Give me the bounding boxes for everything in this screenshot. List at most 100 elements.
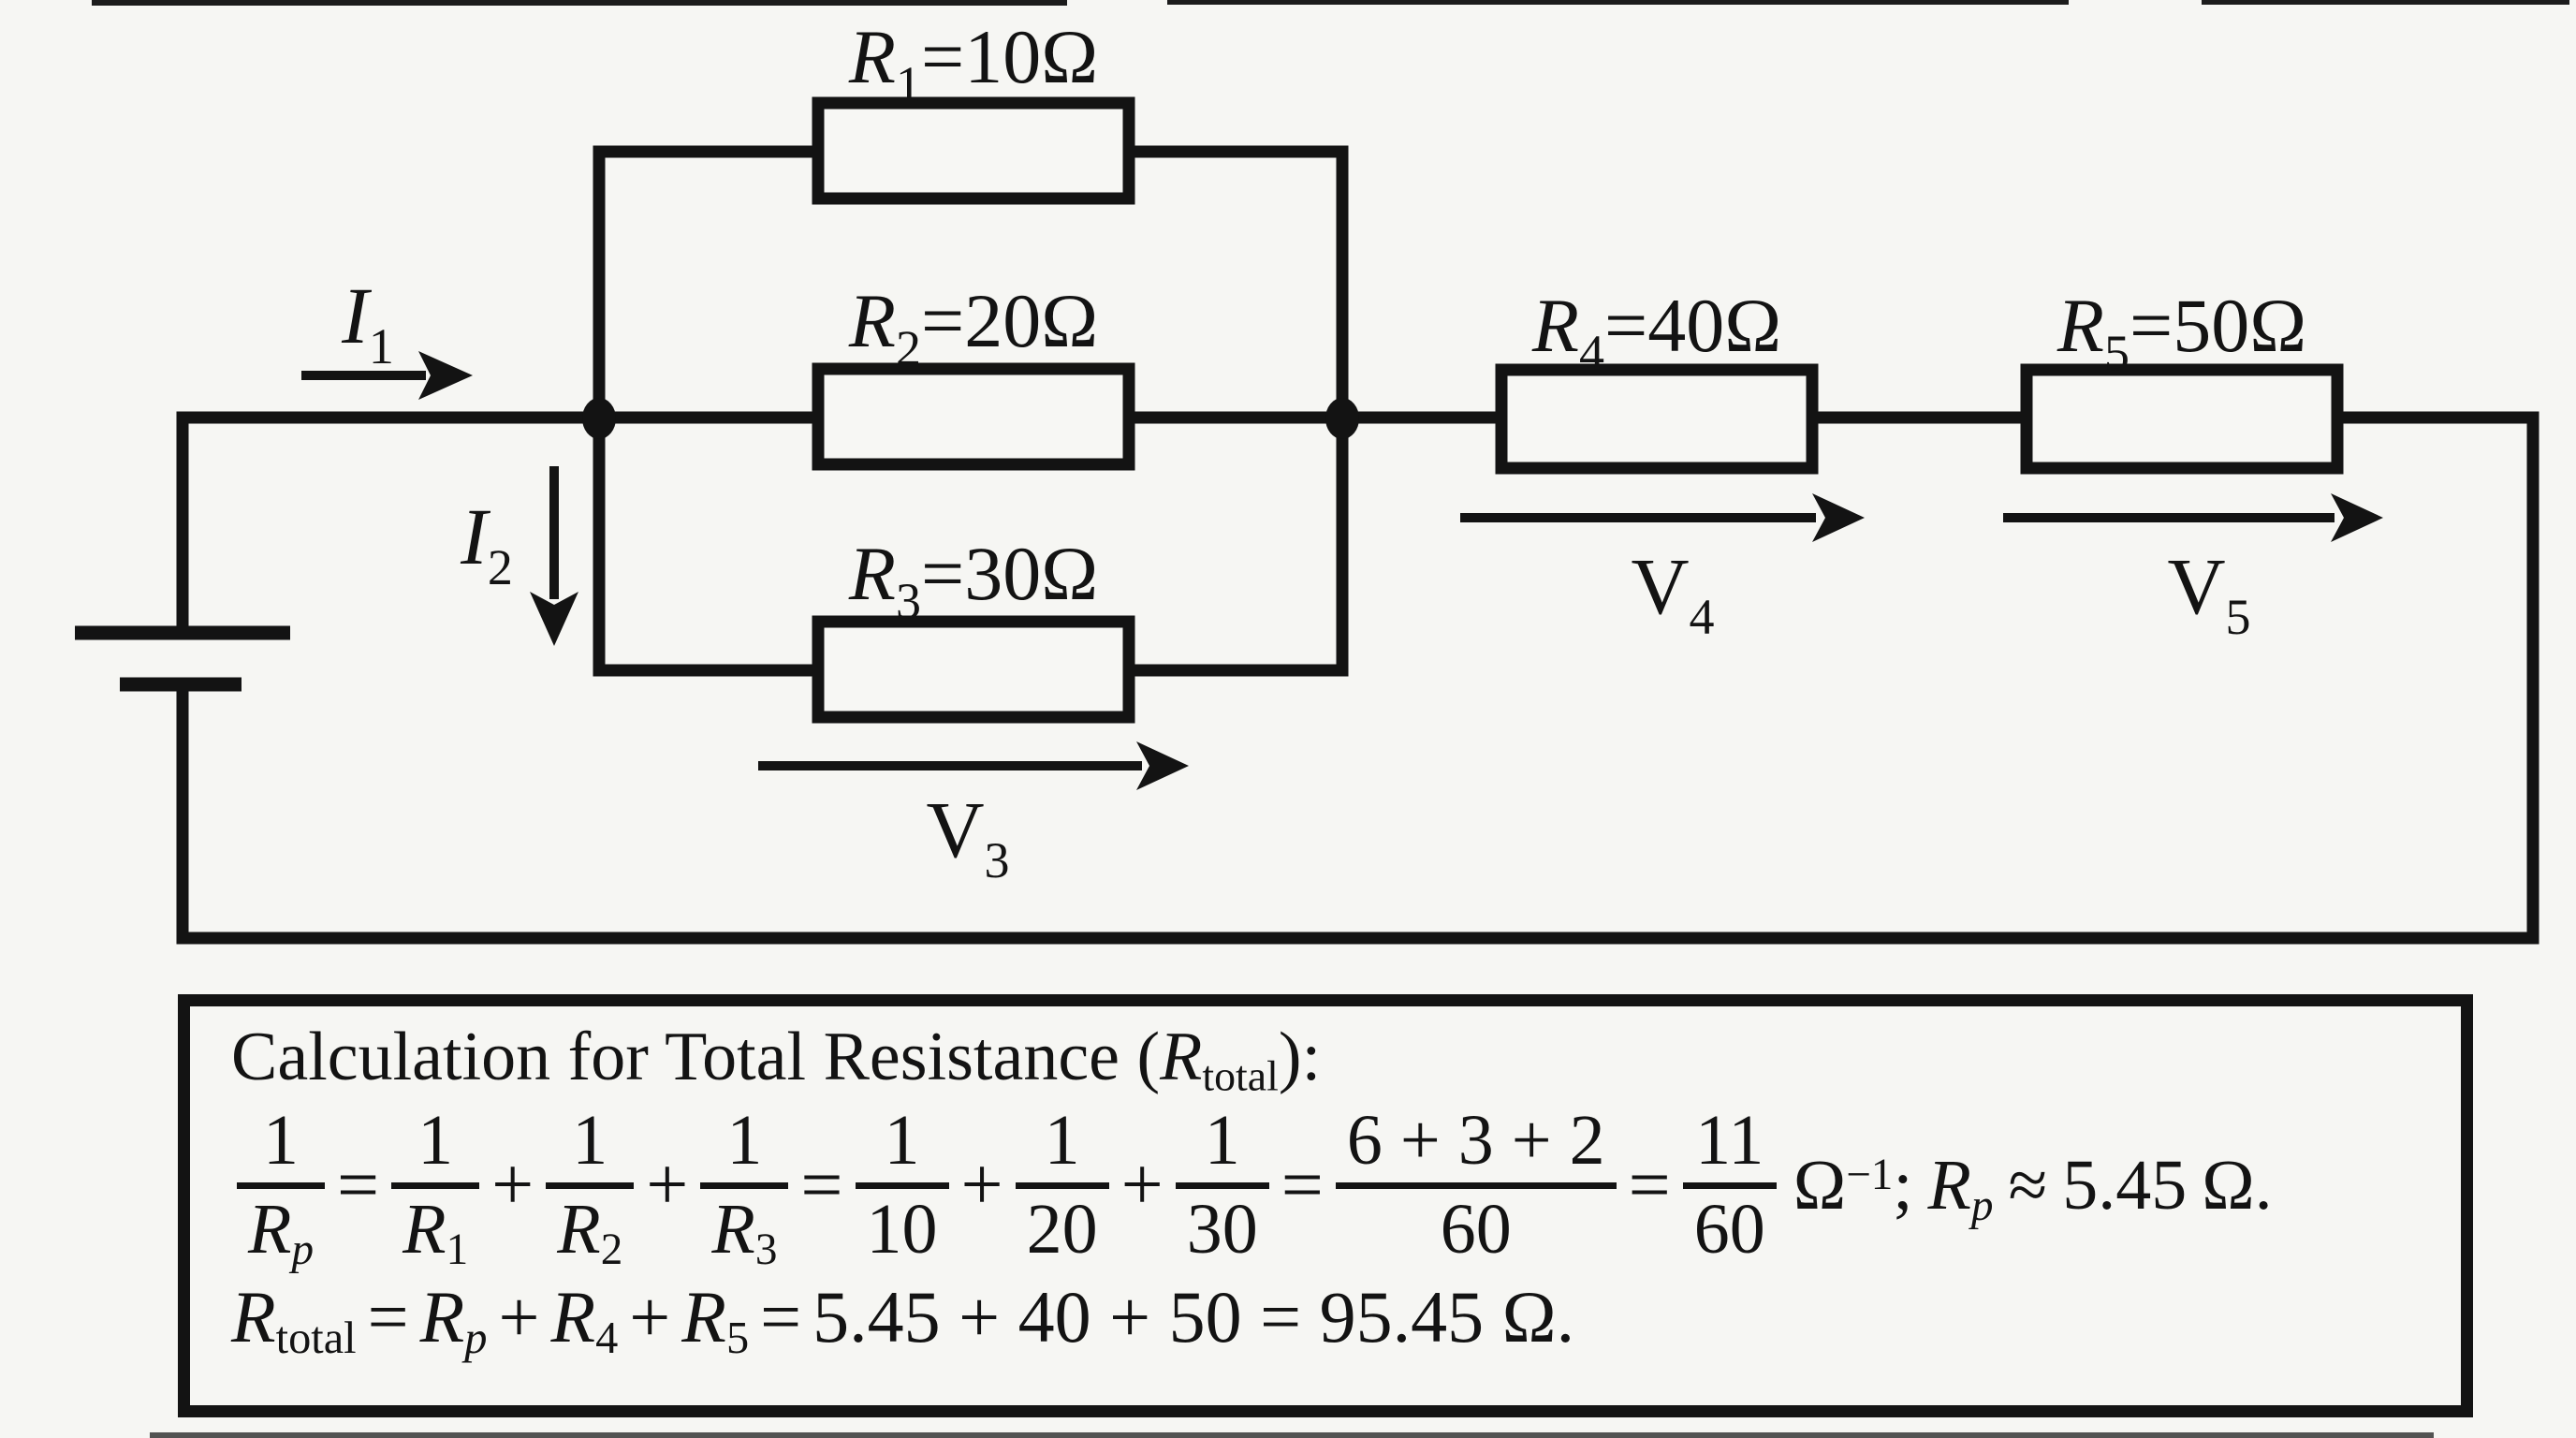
fraction-numerator: 1 [1204,1101,1240,1181]
operator: = [1628,1143,1671,1226]
resistor-box-r4 [1495,363,1819,475]
resistor-label-r3: R3=30Ω [848,531,1098,629]
ohm-unit-final: Ω. [2202,1145,2273,1225]
arrow-head [1812,493,1865,542]
resistor-label-r1: R1=10Ω [848,14,1098,112]
equals-sign: = [367,1275,409,1357]
calc-title-sub: total [1202,1051,1279,1100]
fraction-bar [1682,1181,1777,1189]
rtotal-sub: total [275,1313,357,1363]
voltage-arrow-v4 [1460,493,1865,542]
fraction-bar [1335,1181,1617,1189]
ohm-exponent: −1 [1846,1150,1894,1199]
fraction-denominator: Rp [237,1189,325,1271]
parallel-left-bus-wire [593,145,818,677]
fraction-numerator: 1 [726,1101,763,1181]
term-rp-var: R [419,1275,465,1357]
fraction-denominator: R1 [391,1189,479,1271]
arrow-head [1136,741,1189,790]
fraction-denominator: R3 [700,1189,788,1271]
fraction-bar [546,1181,635,1189]
calc-title-close: ): [1278,1019,1322,1095]
term-rp-sub: p [464,1313,488,1363]
calc-title-text: Calculation for Total Resistance ( [231,1019,1161,1095]
resistor-label-r2: R2=20Ω [848,278,1098,376]
top-edge-artifact [2202,0,2569,5]
bottom-edge-artifact [150,1432,2434,1438]
term-r5-var: R [681,1275,726,1357]
rtotal-var: R [231,1275,276,1357]
fraction-denominator: 30 [1186,1189,1258,1269]
fraction-numerator: 1 [1044,1101,1080,1181]
fraction-denominator: 60 [1440,1189,1512,1269]
resistor-box-r5 [2020,363,2344,475]
calc-title: Calculation for Total Resistance (Rtotal… [231,1012,2433,1102]
fraction-numerator: 1 [263,1101,299,1181]
calc-equation-total: Rtotal=Rp+R4+R5=5.45 + 40 + 50 = 95.45 Ω… [231,1275,2433,1361]
voltage-label-v3: V3 [926,785,1009,888]
resistor-box-r2 [812,362,1135,471]
den-var: R [248,1189,292,1269]
top-edge-artifact [92,0,1067,6]
fraction-numerator: 1 [417,1101,454,1181]
resistor-label-r4: R4=40Ω [1531,283,1781,381]
operator: + [1120,1143,1164,1226]
fraction-denominator: 20 [1026,1189,1098,1269]
term-r4-sub: 4 [595,1313,619,1363]
term-r5-sub: 5 [725,1313,750,1363]
voltage-label-v5: V5 [2167,541,2250,645]
calc-title-var: R [1160,1019,1203,1095]
approx-sign: ≈ [2008,1145,2048,1225]
term-r4-var: R [550,1275,596,1357]
fraction-numerator: 11 [1695,1101,1764,1181]
arrow-head [2331,493,2383,542]
voltage-arrow-v3 [758,741,1189,790]
current-label-i1: I1 [341,271,394,374]
fraction-bar [391,1181,480,1189]
den-sub: 1 [446,1225,469,1274]
junction-dot-right [1325,398,1359,439]
arrow-head [418,351,473,400]
den-sub: 2 [600,1225,623,1274]
junction-dot-left [582,398,616,439]
current-arrow-i1 [301,351,473,400]
fraction-bar [1015,1181,1109,1189]
ohm-unit: Ω [1793,1145,1847,1225]
calculation-box: Calculation for Total Resistance (Rtotal… [178,994,2473,1417]
fraction-bar [1175,1181,1269,1189]
fraction-denominator: 60 [1693,1189,1765,1269]
total-numeric-result: 5.45 + 40 + 50 = 95.45 Ω. [812,1275,1575,1357]
resistor-box-r3 [812,615,1135,724]
equals-sign: = [760,1275,802,1357]
den-var: R [402,1189,446,1269]
resistor-label-r5: R5=50Ω [2056,283,2306,381]
operator: + [646,1143,689,1226]
rp-sub: p [1970,1181,1994,1230]
top-edge-artifact [1167,0,2069,5]
fraction-numerator: 6 + 3 + 2 [1346,1101,1605,1181]
rp-value: 5.45 [2062,1145,2188,1225]
fraction-denominator: 10 [866,1189,938,1269]
fraction-numerator: 1 [572,1101,608,1181]
rp-var: R [1927,1145,1971,1225]
operator: = [1281,1143,1324,1226]
fraction-bar [237,1181,325,1189]
den-sub: 3 [754,1225,778,1274]
plus-sign: + [498,1275,540,1357]
fraction-denominator: R2 [546,1192,634,1271]
fraction-bar [855,1181,949,1189]
current-arrow-i2 [530,466,578,646]
arrow-head [530,592,578,646]
den-var: R [711,1189,755,1269]
